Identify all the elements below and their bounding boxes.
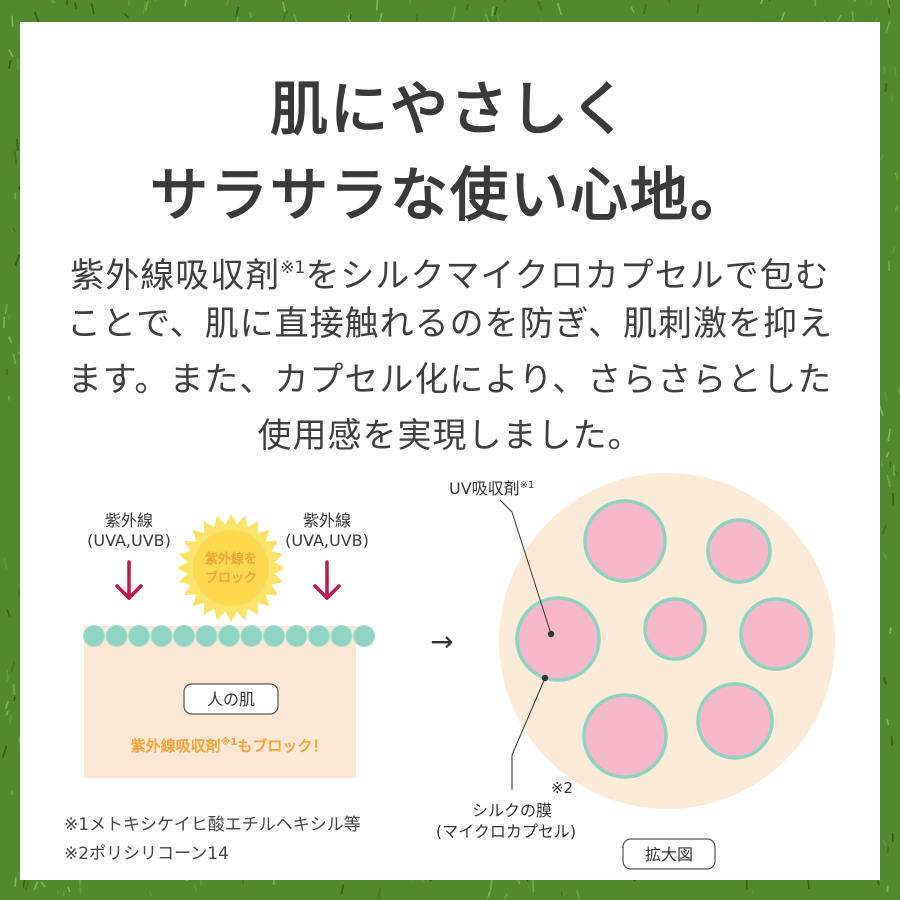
uv-absorber-leader-line	[499, 499, 552, 635]
silk-dot	[541, 674, 549, 682]
footnote-2: ※2ポリシリコーン14	[64, 844, 229, 864]
capsule-bead	[263, 625, 285, 647]
capsule-bead	[173, 625, 195, 647]
capsule-bead	[353, 625, 375, 647]
capsule-bead	[83, 625, 105, 647]
capsule-bead	[195, 625, 218, 647]
silk-label-1: シルクの膜	[472, 801, 552, 820]
silk-leader-line	[511, 677, 546, 790]
capsule-bead	[105, 625, 128, 647]
arrow-down-icon	[313, 560, 341, 600]
description-line-2: ことで、肌に直接触れるのを防ぎ、肌刺激を抑え	[67, 304, 833, 344]
description-line-1: 紫外線吸収剤※1をシルクマイクロカプセルで包む	[0, 240, 900, 305]
skin-label-pill	[183, 683, 279, 715]
silk-microcapsule	[706, 518, 772, 584]
capsule-group	[515, 499, 813, 779]
capsule-bead-row	[83, 625, 375, 647]
silk-microcapsule	[515, 596, 601, 682]
capsule-bead	[285, 625, 308, 647]
block-text-main: 紫外線吸収剤	[131, 737, 221, 755]
capsule-bead	[218, 625, 240, 647]
skin-label: 人の肌	[207, 690, 255, 709]
capsule-bead	[128, 625, 150, 647]
description-line-4: 使用感を実現しました。	[257, 416, 643, 456]
capsule-bead	[240, 625, 263, 647]
silk-microcapsule	[739, 597, 813, 671]
block-text-end: もブロック！	[237, 737, 327, 755]
headline-line-1: 肌にやさしく	[269, 75, 630, 143]
uv-label-right-2: (UVA,UVB)	[285, 531, 369, 550]
sun-badge-text-2: ブロック	[205, 570, 257, 586]
right-arrow-icon: →	[430, 625, 453, 658]
uv-absorber-sup: ※1	[520, 480, 535, 491]
sun-core	[193, 530, 269, 606]
silk-microcapsule	[582, 693, 668, 779]
description-text: をシルクマイクロカプセルで包む	[305, 256, 830, 296]
arrow-down-icon	[115, 560, 143, 600]
block-message: 紫外線吸収剤※1もブロック！	[131, 736, 328, 755]
silk-label-2: (マイクロカプセル)	[436, 822, 576, 841]
sun-icon: 紫外線を ブロック	[177, 514, 285, 622]
description-text: 紫外線吸収剤	[70, 256, 281, 296]
block-text-sup: ※1	[221, 736, 238, 748]
uv-absorber-dot	[547, 630, 555, 638]
uv-label-left-2: (UVA,UVB)	[87, 531, 171, 550]
capsule-bead	[150, 625, 173, 647]
sun-badge-text-1: 紫外線を	[205, 551, 257, 567]
note2-mark: ※2	[551, 779, 573, 797]
silk-microcapsule	[583, 499, 667, 583]
uv-label-right-1: 紫外線	[303, 511, 351, 530]
zoom-label-pill	[622, 838, 716, 870]
capsule-bead	[308, 625, 330, 647]
silk-microcapsule	[643, 597, 707, 661]
silk-microcapsule	[696, 682, 774, 760]
footnote-1: ※1メトキシケイヒ酸エチルヘキシル等	[64, 815, 361, 835]
headline-line-2: サラサラな使い心地。	[149, 161, 750, 229]
footnote-ref: ※1	[280, 258, 306, 278]
uv-absorber-text: UV吸収剤	[449, 479, 520, 498]
description-line-3: ます。また、カプセル化により、さらさらとした	[67, 360, 833, 400]
capsule-bead	[330, 625, 353, 647]
uv-absorber-label: UV吸収剤※1	[449, 479, 534, 498]
zoom-label: 拡大図	[645, 845, 693, 864]
uv-label-left-1: 紫外線	[105, 511, 153, 530]
